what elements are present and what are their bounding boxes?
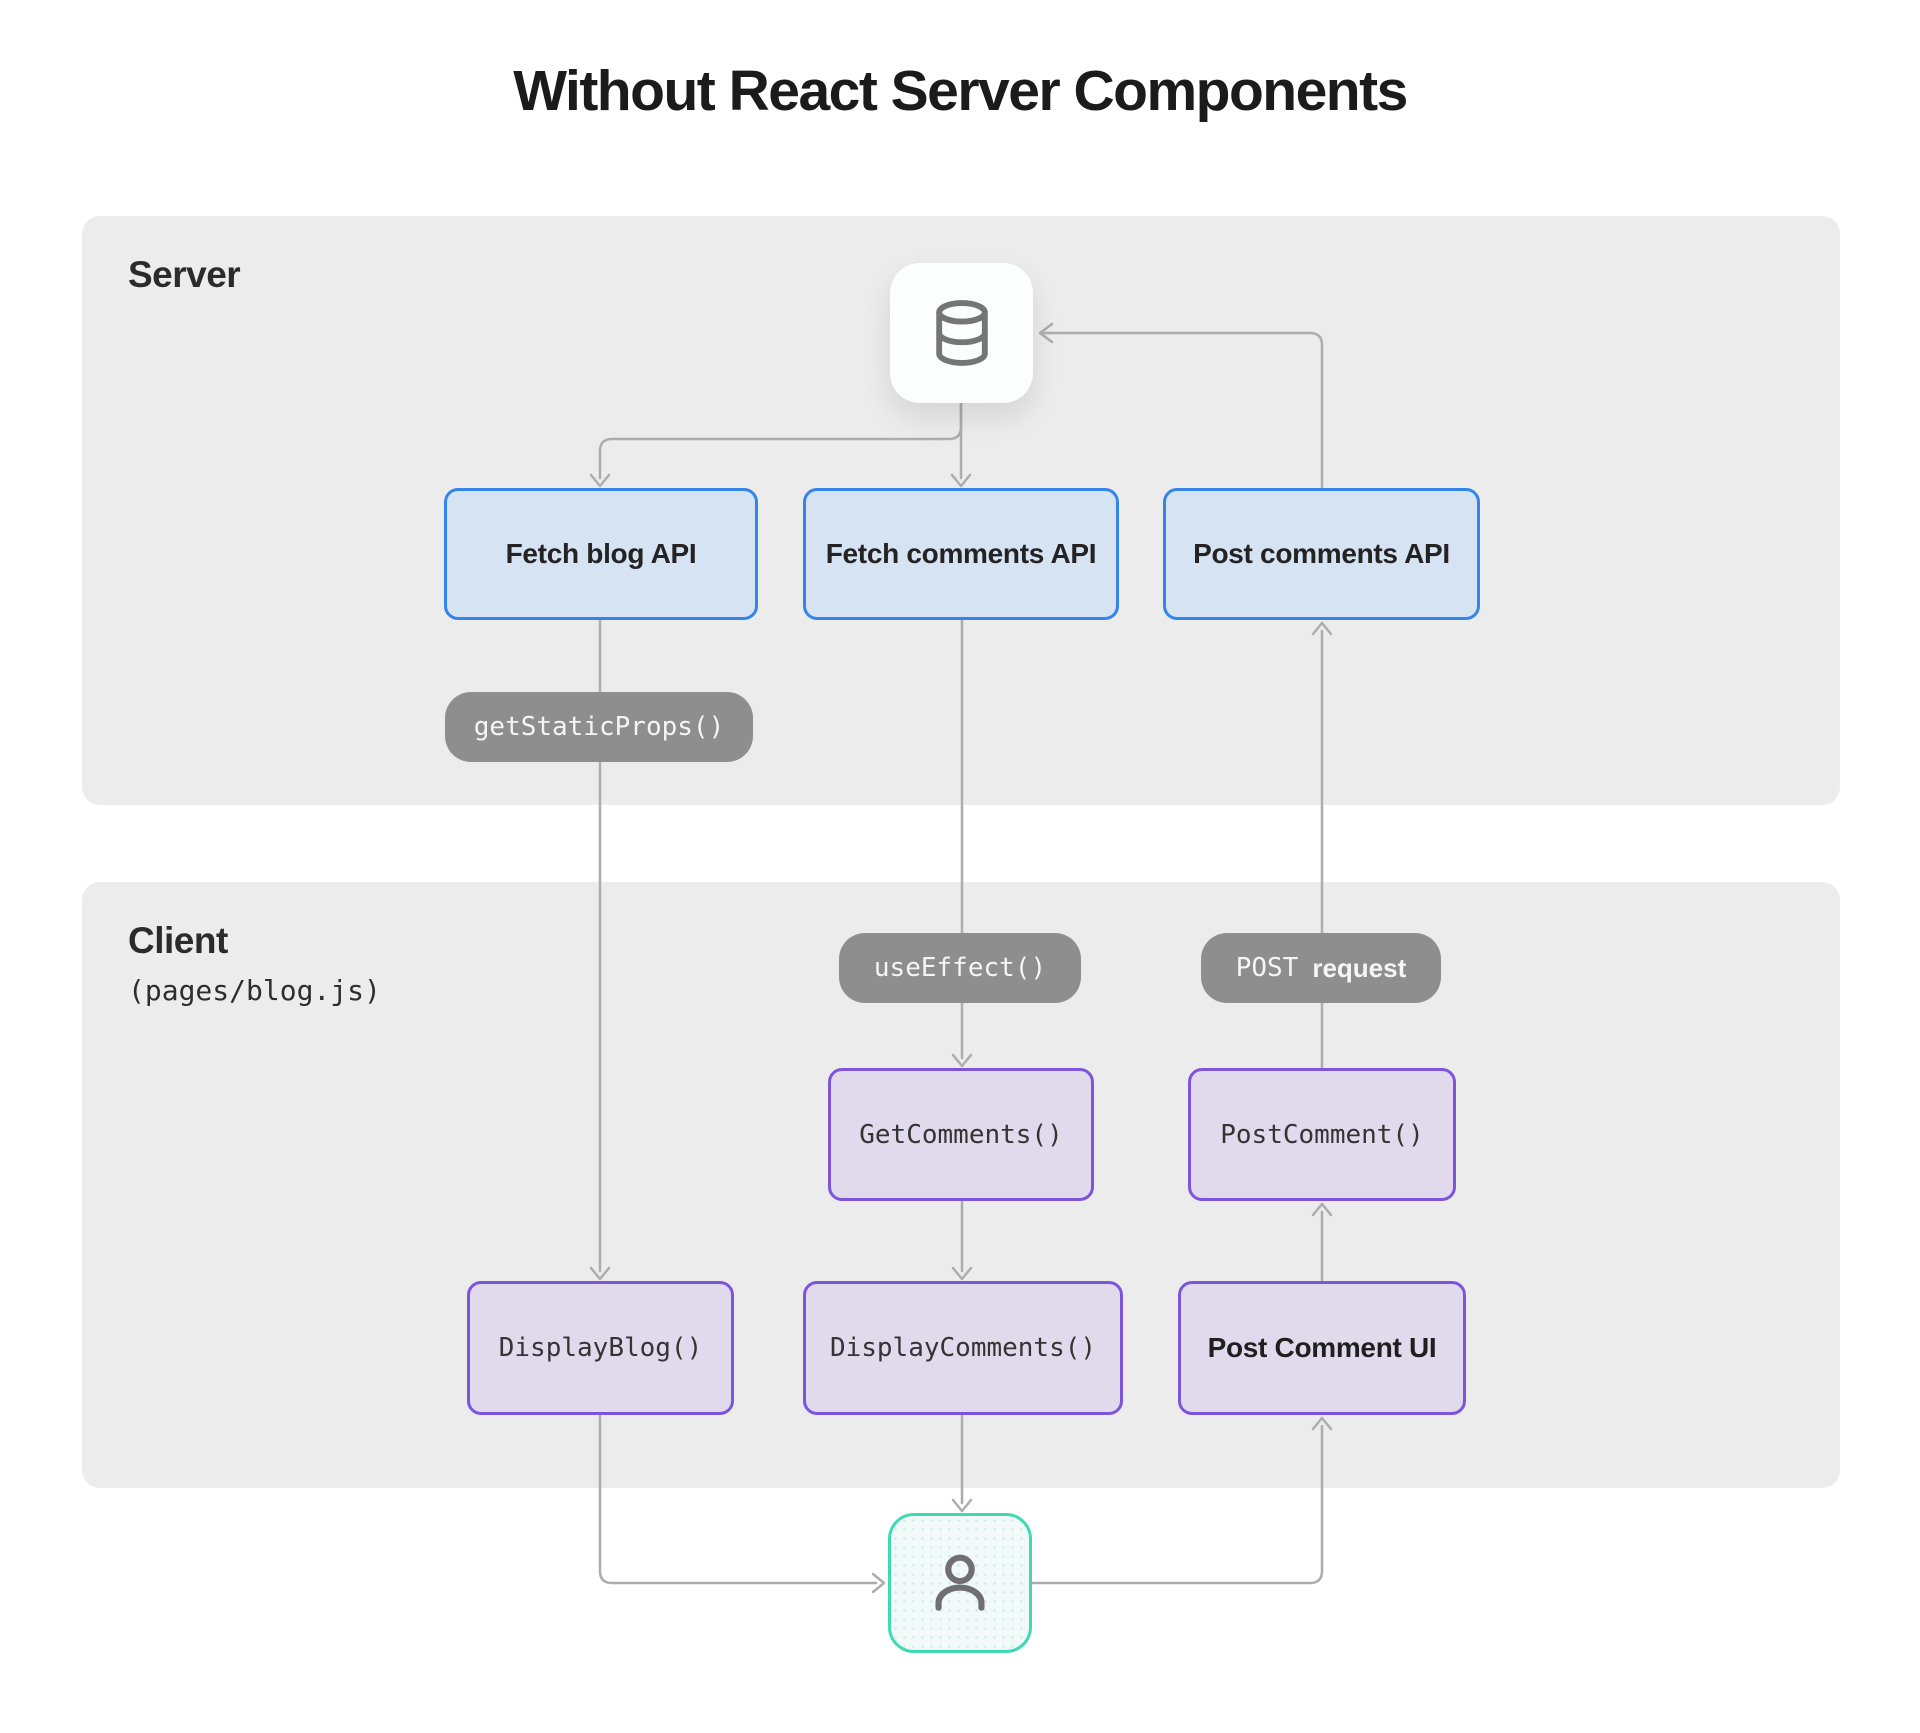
node-fetch-blog-api: Fetch blog API (444, 488, 758, 620)
node-label: Post Comment UI (1207, 1332, 1437, 1363)
arrow-down-icon (951, 1266, 973, 1281)
connector-user-to-post-comment-ui (1030, 1424, 1324, 1585)
page-title: Without React Server Components (513, 59, 1408, 123)
pill-label-post: POST (1235, 953, 1299, 983)
arrow-down-icon (589, 473, 611, 488)
arrow-up-icon (1311, 1416, 1333, 1431)
client-panel-label: Client (128, 920, 228, 961)
arrow-down-icon (950, 473, 972, 488)
node-label: DisplayComments() (829, 1333, 1097, 1363)
client-panel-sublabel: (pages/blog.js) (128, 974, 381, 1007)
pill-label: getStaticProps() (473, 712, 725, 742)
node-display-blog: DisplayBlog() (467, 1281, 734, 1415)
connector-db-to-fetch-blog (598, 401, 963, 480)
arrow-up-icon (1311, 621, 1333, 636)
node-label: Fetch blog API (505, 538, 697, 569)
pill-label-request: request (1312, 952, 1407, 983)
connector-post-comments-to-db (1042, 331, 1324, 490)
arrow-down-icon (951, 1053, 973, 1068)
pill-label: useEffect() (873, 953, 1047, 983)
arrow-up-icon (1311, 1202, 1333, 1217)
connector-display-blog-to-user (598, 1413, 878, 1585)
arrow-down-icon (951, 1498, 973, 1513)
node-fetch-comments-api: Fetch comments API (803, 488, 1119, 620)
pill-get-static-props: getStaticProps() (445, 692, 753, 762)
arrow-down-icon (589, 1266, 611, 1281)
node-post-comment: PostComment() (1188, 1068, 1456, 1201)
node-label: GetComments() (859, 1119, 1063, 1150)
pill-post-request: POST request (1201, 933, 1441, 1003)
user-card (888, 1513, 1032, 1653)
server-panel-label: Server (128, 254, 241, 295)
database-card (890, 263, 1033, 403)
node-label: Post comments API (1193, 538, 1450, 569)
pill-use-effect: useEffect() (839, 933, 1081, 1003)
node-label: DisplayBlog() (498, 1333, 703, 1363)
user-icon (935, 1554, 985, 1611)
node-label: PostComment() (1220, 1119, 1424, 1150)
arrow-left-icon (1038, 322, 1054, 344)
node-post-comments-api: Post comments API (1163, 488, 1480, 620)
node-get-comments: GetComments() (828, 1068, 1094, 1201)
database-icon (935, 300, 988, 366)
node-label: Fetch comments API (825, 538, 1097, 569)
node-post-comment-ui: Post Comment UI (1178, 1281, 1466, 1415)
node-display-comments: DisplayComments() (803, 1281, 1123, 1415)
arrow-right-icon (871, 1572, 886, 1594)
